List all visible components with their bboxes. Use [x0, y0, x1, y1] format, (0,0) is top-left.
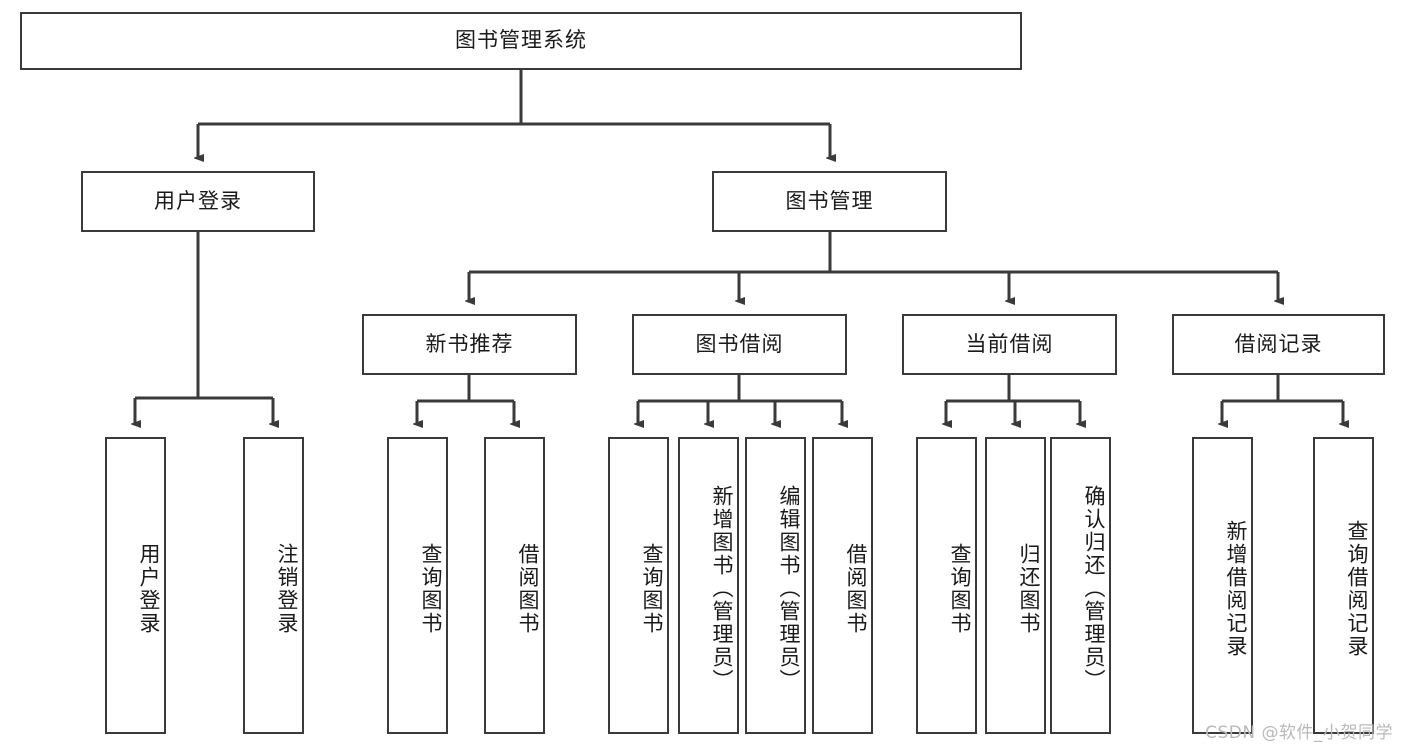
- node-borrow-record[interactable]: 借阅记录: [1172, 314, 1385, 375]
- leaf-add-borrow-record-label: 新增借阅记录: [1224, 519, 1248, 658]
- node-book-management[interactable]: 图书管理: [712, 171, 947, 232]
- leaf-query-book-current[interactable]: 查询图书: [916, 437, 977, 734]
- leaf-add-book-admin-label: 新增图书（管理员）: [710, 485, 734, 692]
- leaf-borrow-book[interactable]: 借阅图书: [812, 437, 873, 734]
- leaf-user-login-label: 用户登录: [137, 542, 161, 635]
- leaf-borrow-book-recommend-label: 借阅图书: [516, 542, 540, 635]
- leaf-return-book[interactable]: 归还图书: [985, 437, 1046, 734]
- leaf-query-book-current-label: 查询图书: [948, 542, 972, 635]
- node-borrow-record-label: 借阅记录: [1234, 331, 1323, 356]
- node-book-borrow[interactable]: 图书借阅: [632, 314, 847, 375]
- leaf-query-book-borrow[interactable]: 查询图书: [608, 437, 669, 734]
- leaf-query-book-borrow-label: 查询图书: [640, 542, 664, 635]
- leaf-borrow-book-label: 借阅图书: [844, 542, 868, 635]
- node-new-book-recommend[interactable]: 新书推荐: [362, 314, 577, 375]
- leaf-edit-book-admin[interactable]: 编辑图书（管理员）: [745, 437, 806, 734]
- leaf-confirm-return-admin[interactable]: 确认归还（管理员）: [1050, 437, 1111, 734]
- node-user-login-label: 用户登录: [154, 188, 242, 213]
- leaf-return-book-label: 归还图书: [1017, 542, 1041, 635]
- leaf-borrow-book-recommend[interactable]: 借阅图书: [484, 437, 545, 734]
- leaf-logout-label: 注销登录: [275, 542, 299, 635]
- node-root-label: 图书管理系统: [455, 28, 587, 53]
- node-current-borrow-label: 当前借阅: [965, 331, 1054, 356]
- leaf-add-borrow-record[interactable]: 新增借阅记录: [1192, 437, 1253, 734]
- leaf-user-login[interactable]: 用户登录: [105, 437, 166, 734]
- node-user-login[interactable]: 用户登录: [81, 171, 315, 232]
- node-root[interactable]: 图书管理系统: [20, 12, 1022, 70]
- leaf-add-book-admin[interactable]: 新增图书（管理员）: [678, 437, 739, 734]
- leaf-query-book-recommend[interactable]: 查询图书: [387, 437, 448, 734]
- node-new-book-recommend-label: 新书推荐: [425, 331, 514, 356]
- node-book-borrow-label: 图书借阅: [695, 331, 784, 356]
- leaf-confirm-return-admin-label: 确认归还（管理员）: [1082, 485, 1106, 692]
- node-current-borrow[interactable]: 当前借阅: [902, 314, 1117, 375]
- csdn-watermark: CSDN @软件_小贺同学: [1205, 723, 1393, 743]
- node-book-management-label: 图书管理: [785, 188, 874, 213]
- leaf-logout[interactable]: 注销登录: [243, 437, 304, 734]
- leaf-edit-book-admin-label: 编辑图书（管理员）: [777, 485, 801, 692]
- leaf-query-borrow-record-label: 查询借阅记录: [1345, 519, 1369, 658]
- leaf-query-book-recommend-label: 查询图书: [419, 542, 443, 635]
- leaf-query-borrow-record[interactable]: 查询借阅记录: [1313, 437, 1374, 734]
